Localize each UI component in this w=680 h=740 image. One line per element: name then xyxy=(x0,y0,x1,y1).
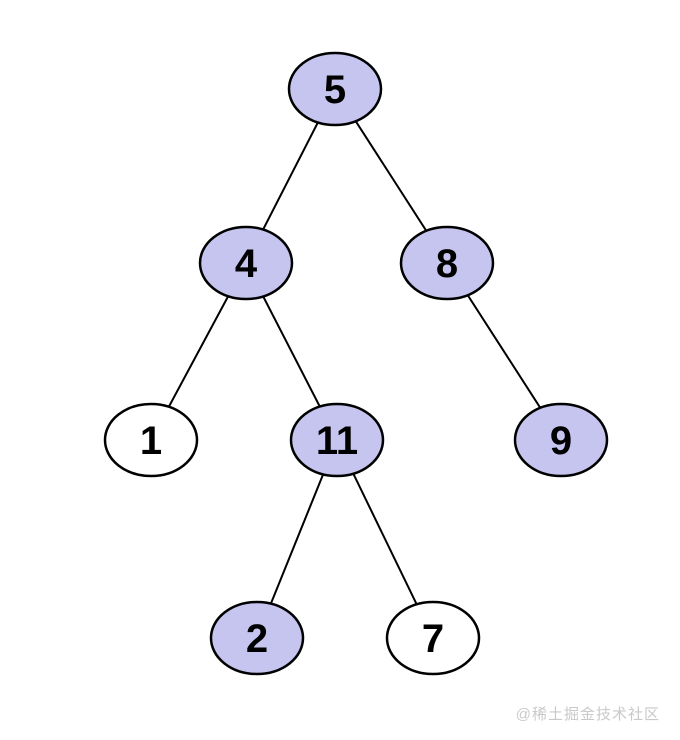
tree-node-5: 5 xyxy=(287,51,383,127)
node-label: 8 xyxy=(436,242,458,286)
node-ellipse xyxy=(385,600,481,676)
node-label: 11 xyxy=(316,419,358,463)
node-label: 4 xyxy=(235,242,258,286)
node-label: 7 xyxy=(422,617,444,661)
node-label: 1 xyxy=(140,419,162,463)
node-ellipse xyxy=(103,402,199,478)
node-ellipse xyxy=(287,51,383,127)
node-ellipse xyxy=(209,600,305,676)
node-ellipse xyxy=(399,225,495,301)
tree-node-1: 1 xyxy=(103,402,199,478)
tree-node-9: 9 xyxy=(513,402,609,478)
node-label: 5 xyxy=(324,68,346,112)
tree-node-7: 7 xyxy=(385,600,481,676)
tree-node-11: 11 xyxy=(289,402,385,478)
node-ellipse xyxy=(289,402,385,478)
node-ellipse xyxy=(198,225,294,301)
tree-node-2: 2 xyxy=(209,600,305,676)
node-label: 9 xyxy=(550,419,572,463)
watermark: @稀土掘金技术社区 xyxy=(515,706,660,723)
tree-node-8: 8 xyxy=(399,225,495,301)
node-ellipse xyxy=(513,402,609,478)
tree-node-4: 4 xyxy=(198,225,294,301)
node-label: 2 xyxy=(246,617,268,661)
